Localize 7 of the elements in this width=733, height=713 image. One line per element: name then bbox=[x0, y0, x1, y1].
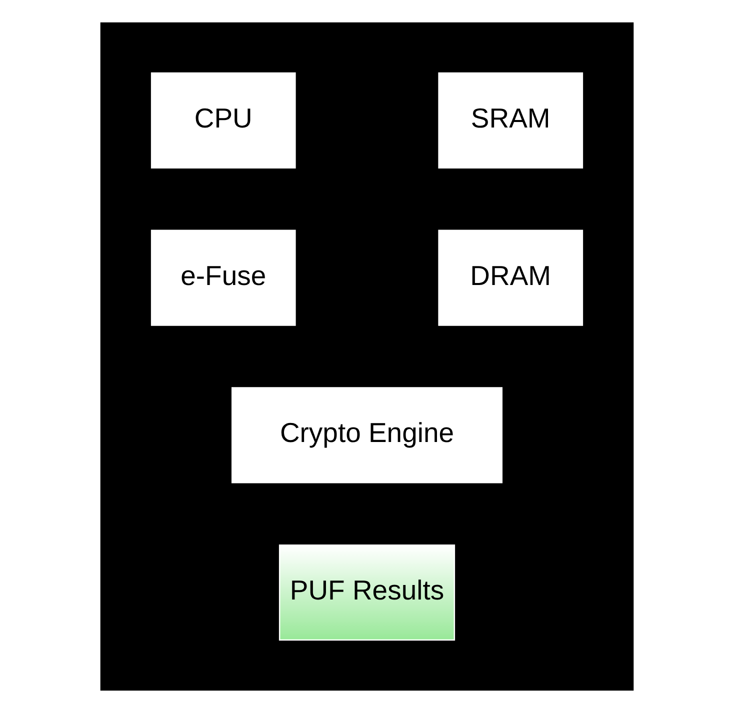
node-box: SRAM bbox=[438, 72, 583, 169]
node-box: Crypto Engine bbox=[231, 387, 502, 484]
cluster bbox=[100, 22, 634, 691]
node-box: CPU bbox=[150, 72, 296, 169]
node-box: PUF Results bbox=[278, 544, 455, 641]
node-box: e-Fuse bbox=[150, 230, 296, 326]
node-box: DRAM bbox=[438, 230, 583, 326]
